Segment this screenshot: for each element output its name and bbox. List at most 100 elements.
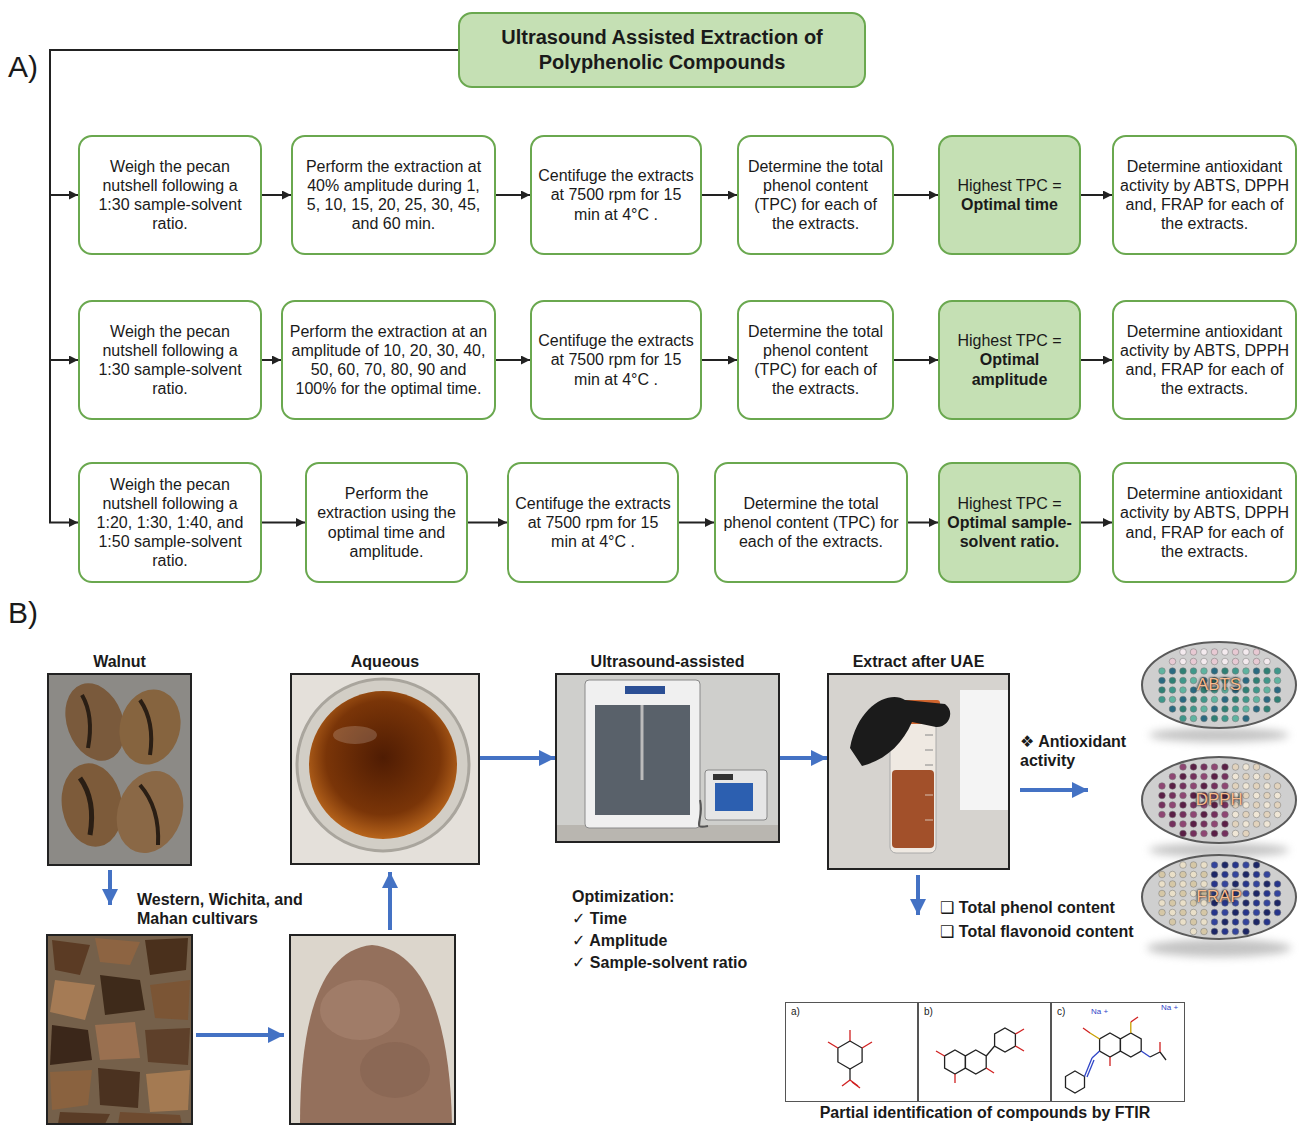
illustration-line [986,1068,994,1073]
plate-well [1159,890,1166,897]
plate-well [1190,919,1197,926]
illustration-path [850,697,950,766]
illustration-line [1130,1022,1131,1033]
illustration-rect [555,673,780,843]
illustration-line [954,1074,955,1083]
plate-well [1169,658,1176,665]
illustration-line [925,765,933,766]
text-group: Determine antioxidant activity by ABTS, … [1120,322,1289,399]
illustration-line [842,1080,850,1086]
plate-well [1274,687,1281,694]
plate-well [1232,871,1239,878]
flow-arrow [262,194,291,196]
plate-well [1159,696,1166,703]
plate-well [1243,919,1250,926]
illustration-rect [290,673,480,865]
plate-well [1222,773,1229,780]
illustration-rect [47,935,192,1124]
plate-well [1180,783,1187,790]
illustration-polygon [146,1070,190,1112]
illustration-polygon [145,938,188,975]
box-text: Centifuge the extracts at 7500 rpm for 1… [538,166,694,224]
plate-well [1169,900,1176,907]
plate-well [1201,919,1208,926]
box-text: Determine antioxidant activity by ABTS, … [1120,157,1289,234]
plate-well [1222,706,1229,713]
plate-well [1211,871,1218,878]
cell-label: b) [924,1006,933,1017]
plate-well [1190,811,1197,818]
plate-well [1232,862,1239,869]
illustration-ellipse [1149,728,1289,742]
illustration-line [1015,1046,1024,1051]
box-text: Weigh the pecan nutshell following a 1:3… [86,322,254,399]
box-text: Highest TPC = [957,176,1061,195]
plate-well [1253,696,1260,703]
flow-arrow [262,522,305,524]
plate-well [1211,881,1218,888]
tube-photo [827,673,1010,870]
plate-well [1264,792,1271,799]
plate-well [1222,658,1229,665]
illustration-ellipse [333,726,377,744]
plate-well [1169,668,1176,675]
process-arrow [480,756,555,760]
plate-well [1243,881,1250,888]
illustration-line [1087,1060,1094,1077]
annotation: ❖ Antioxidant activity [1020,732,1145,770]
microplate: DPPH [1140,755,1298,845]
plate-well [1232,668,1239,675]
text-group: Perform the extraction at 40% amplitude … [299,157,488,234]
plate-well [1180,687,1187,694]
plate-well [1169,890,1176,897]
text-group: Centifuge the extracts at 7500 rpm for 1… [538,331,694,389]
plate-well [1180,890,1187,897]
shells-photo [47,935,192,1125]
plate-well [1274,696,1281,703]
plate-well [1211,862,1218,869]
box-text: Centifuge the extracts at 7500 rpm for 1… [515,494,671,552]
plate-well [1232,773,1239,780]
plate-well [1169,871,1176,878]
annotation: ❑ Total phenol content [940,898,1115,917]
plate-well [1190,890,1197,897]
process-box: Determine antioxidant activity by ABTS, … [1112,462,1297,583]
text-group: Determine the total phenol content (TPC)… [745,157,886,234]
illustration-path [140,785,158,845]
process-box: Weigh the pecan nutshell following a 1:3… [78,300,262,420]
plate-well [1274,881,1281,888]
illustration-polygon [995,1028,1016,1052]
plate-well [1264,668,1271,675]
plate-well [1243,715,1250,722]
structure-cell: c)Na +Na + [1051,1002,1185,1102]
cell-label: c) [1057,1006,1065,1017]
plate-well [1243,909,1250,916]
plate-well [1190,773,1197,780]
plate-well [1243,783,1250,790]
plate-well [1274,783,1281,790]
plate-well [1159,783,1166,790]
microplate: ABTS [1140,640,1298,730]
plate-well [1232,909,1239,916]
plate-well [1264,811,1271,818]
plate-well [1232,658,1239,665]
illustration-line [1109,1057,1110,1066]
plate-well [1190,668,1197,675]
plate-well [1264,821,1271,828]
box-text: Weigh the pecan nutshell following a 1:2… [86,475,254,571]
text-group: Perform the extraction at an amplitude o… [289,322,488,399]
plate-well [1190,928,1197,935]
text-group: Weigh the pecan nutshell following a 1:2… [86,475,254,571]
plate-well [1211,821,1218,828]
plate-well [1232,821,1239,828]
illustration-polygon [145,1028,190,1065]
photo-heading: Aqueous [351,653,419,671]
plate-well [1159,792,1166,799]
plate-well [1264,706,1271,713]
illustration-line [862,1042,872,1048]
box-text: Determine the total phenol content (TPC)… [745,322,886,399]
illustration-path [300,945,452,1124]
plate-well [1201,649,1208,656]
plate-well [1190,677,1197,684]
